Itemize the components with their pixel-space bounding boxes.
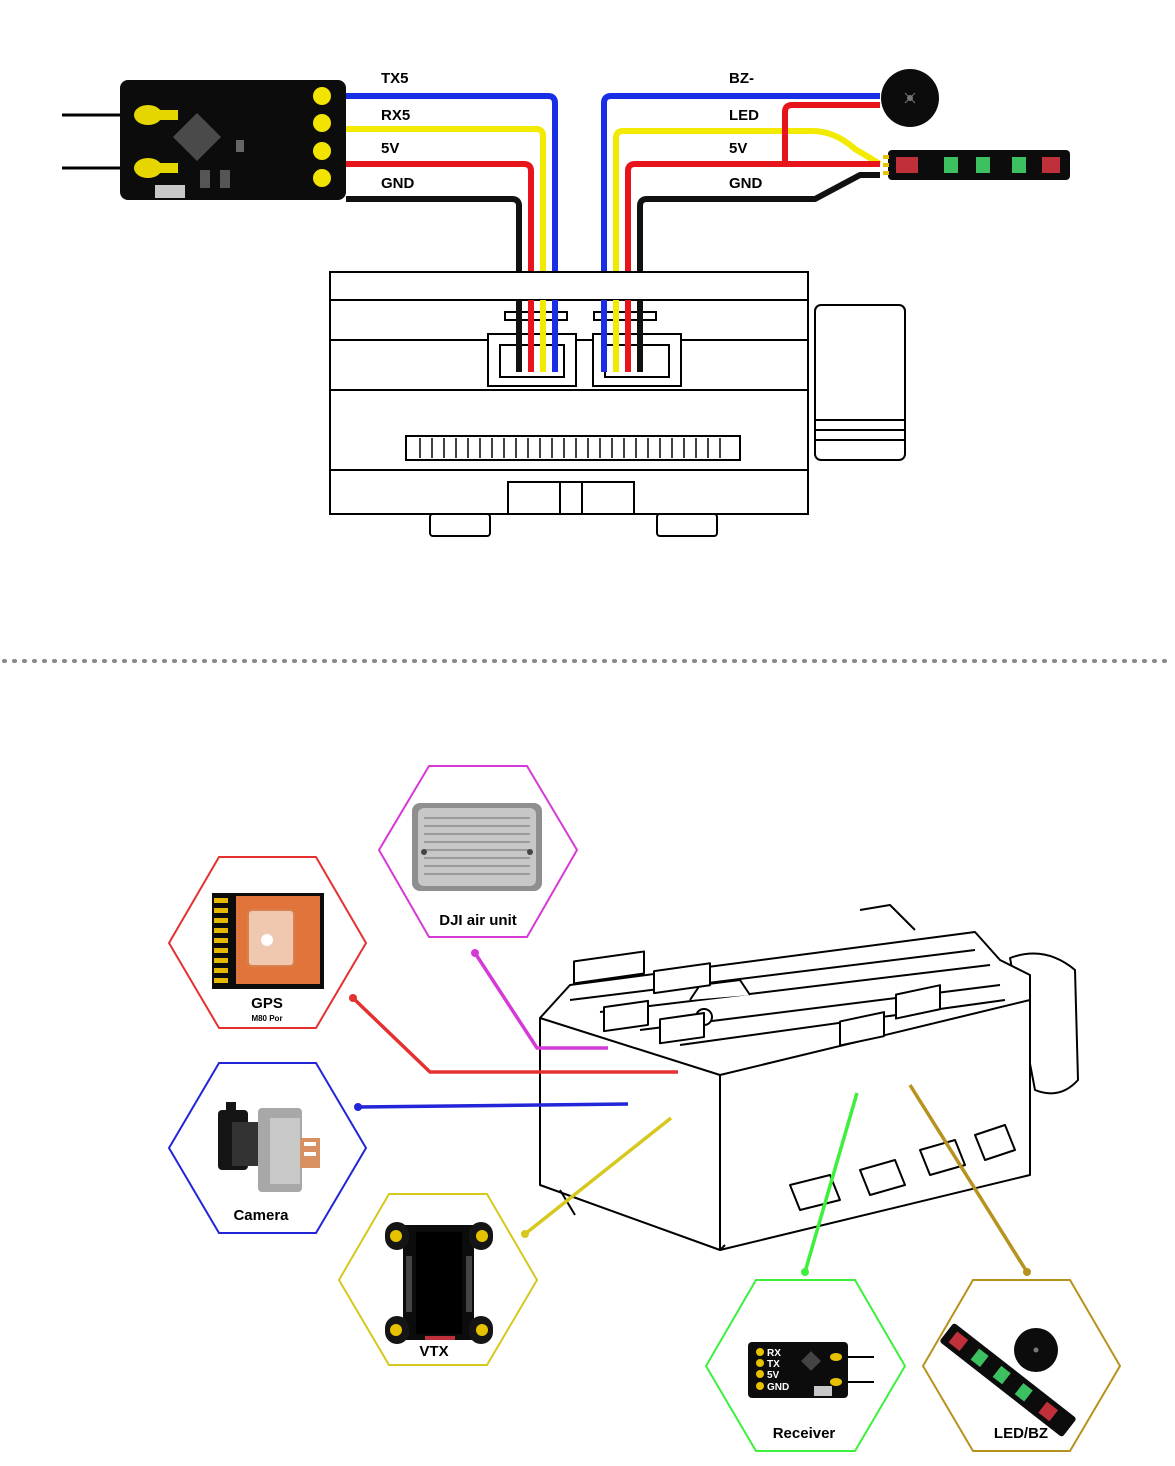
camera-icon	[218, 1102, 320, 1192]
receiver-link	[803, 1092, 859, 1273]
gps-module-icon	[212, 893, 324, 989]
v5-wire-left	[346, 161, 534, 372]
ledbz-node: LED/BZ	[921, 1279, 1122, 1452]
right-wire-labels: BZ- LED 5V GND	[729, 70, 763, 192]
dji-air-unit-icon	[412, 803, 542, 891]
label-tx5: TX5	[381, 70, 409, 87]
dji-link	[473, 952, 608, 1050]
left-wire-labels: TX5 RX5 5V GND	[381, 70, 415, 192]
right-wire-harness	[601, 93, 882, 372]
gnd-wire-right	[637, 172, 880, 372]
ledbz-label: LED/BZ	[994, 1425, 1048, 1442]
receiver-icon: RX TX 5V GND	[748, 1342, 874, 1398]
label-led: LED	[729, 107, 759, 124]
label-bz: BZ-	[729, 70, 754, 87]
led-wire	[613, 128, 882, 372]
connector-pins	[516, 300, 643, 372]
gnd-wire-left	[346, 196, 522, 372]
label-rx5: RX5	[381, 107, 410, 124]
gps-label: GPS	[251, 995, 283, 1012]
vtx-icon	[385, 1222, 493, 1344]
receiver-module-icon	[62, 80, 346, 200]
dji-air-unit-node: DJI air unit	[377, 765, 579, 938]
label-gnd-right: GND	[729, 175, 763, 192]
gps-sublabel: M80 Por	[251, 1014, 282, 1023]
receiver-label: Receiver	[773, 1425, 836, 1442]
vtx-label: VTX	[419, 1343, 448, 1360]
ledbz-icon	[940, 1323, 1076, 1437]
camera-link	[357, 1102, 629, 1109]
connection-lines	[349, 949, 1031, 1276]
vtx-link	[523, 1116, 673, 1236]
led-strip-icon	[883, 150, 1070, 180]
flight-controller-3d-icon	[539, 904, 1079, 1251]
ledbz-link	[908, 1084, 1029, 1273]
vtx-node: VTX	[337, 1193, 539, 1366]
buzzer-icon	[881, 69, 939, 127]
label-gnd-left: GND	[381, 175, 415, 192]
rx5-wire	[346, 126, 546, 372]
tx5-wire	[346, 93, 558, 372]
v5-wire-right	[625, 102, 880, 372]
gps-node: GPS M80 Por	[167, 856, 368, 1029]
label-5v-right: 5V	[729, 140, 747, 157]
receiver-pin-gnd: GND	[767, 1382, 789, 1393]
camera-node: Camera	[167, 1062, 368, 1234]
gps-link	[351, 996, 678, 1074]
receiver-pin-tx: TX	[767, 1359, 780, 1370]
flight-controller-icon	[329, 271, 906, 537]
left-wire-harness	[346, 93, 558, 372]
receiver-node: RX TX 5V GND Receiver	[704, 1279, 907, 1452]
dji-air-unit-label: DJI air unit	[439, 912, 517, 929]
label-5v-left: 5V	[381, 140, 399, 157]
camera-label: Camera	[233, 1207, 289, 1224]
receiver-pin-5v: 5V	[767, 1370, 780, 1381]
bz-wire	[601, 93, 880, 372]
receiver-pin-rx: RX	[767, 1348, 781, 1359]
